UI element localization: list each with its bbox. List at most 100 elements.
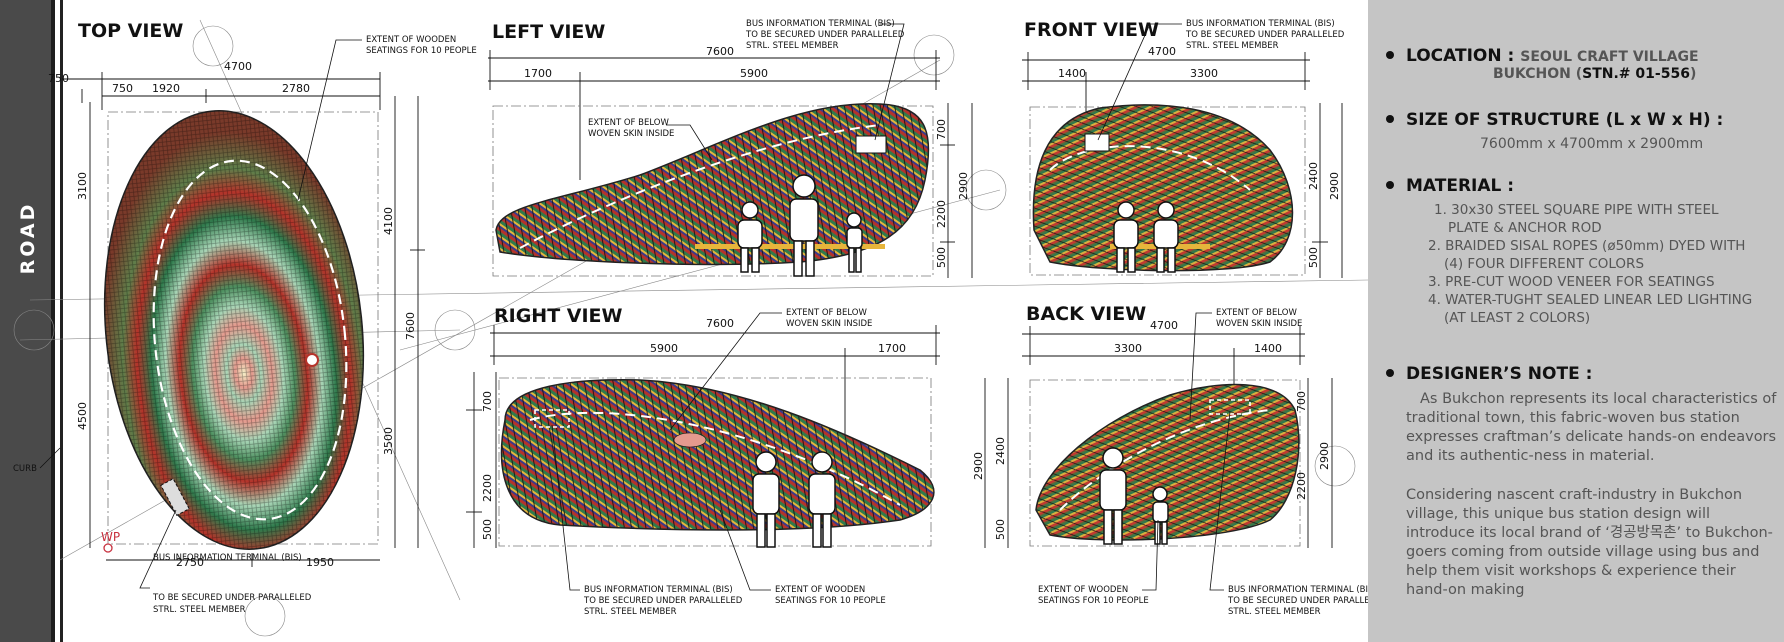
left-note-bis-2: TO BE SECURED UNDER PARALLELED: [745, 30, 905, 40]
designers-note-paragraph-2: Considering nascent craft-industry in Bu…: [1406, 487, 1773, 598]
front-dim-3300: 3300: [1190, 67, 1218, 80]
back-dim-1400: 1400: [1254, 342, 1282, 355]
top-dim-4100: 4100: [382, 207, 395, 235]
left-dim-7600: 7600: [706, 45, 734, 58]
road-strip: ROAD: [0, 0, 55, 642]
back-note-bis-3: STRL. STEEL MEMBER: [1228, 607, 1321, 617]
left-dim-2900: 2900: [957, 172, 970, 200]
bullet-icon: [1386, 115, 1394, 123]
back-dim-700: 700: [1295, 391, 1308, 412]
material-line-2: PLATE & ANCHOR ROD: [1448, 220, 1602, 236]
right-view-structure: [500, 379, 935, 531]
left-note-skin-1: EXTENT OF BELOW: [588, 118, 669, 128]
left-dim-1700: 1700: [524, 67, 552, 80]
size-value: 7600mm x 4700mm x 2900mm: [1480, 136, 1704, 152]
human-figures-left: [737, 174, 863, 277]
designers-note-paragraph-1: As Bukchon represents its local characte…: [1406, 391, 1777, 464]
top-dim-750-left: 750: [48, 72, 69, 85]
material-line-6: 4. WATER-TUGHT SEALED LINEAR LED LIGHTIN…: [1428, 292, 1753, 308]
wp-marker-label: WP: [101, 530, 120, 544]
back-dim-3300: 3300: [1114, 342, 1142, 355]
size-label: SIZE OF STRUCTURE (L x W x H) :: [1406, 110, 1724, 130]
material-line-3: 2. BRAIDED SISAL ROPES (ø50mm) DYED WITH: [1428, 238, 1746, 254]
right-dim-5900: 5900: [650, 342, 678, 355]
top-note-bis-2: TO BE SECURED UNDER PARALLELED: [152, 593, 312, 603]
designers-note-label: DESIGNER’S NOTE :: [1406, 364, 1593, 384]
right-note-bis-2: TO BE SECURED UNDER PARALLELED: [583, 596, 743, 606]
bullet-icon: [1386, 181, 1394, 189]
front-dim-1400: 1400: [1058, 67, 1086, 80]
right-dim-7600: 7600: [706, 317, 734, 330]
front-view: FRONT VIEW 4700 1400 3300 2400 500 2900 …: [1022, 19, 1345, 278]
back-dim-2900: 2900: [972, 452, 985, 480]
bullet-icon: [1386, 369, 1394, 377]
front-dim-4700: 4700: [1148, 45, 1176, 58]
front-dim-500: 500: [1307, 247, 1320, 268]
top-dim-1920: 1920: [152, 82, 180, 95]
back-note-skin-2: WOVEN SKIN INSIDE: [1216, 319, 1302, 329]
back-note-wooden-2: SEATINGS FOR 10 PEOPLE: [1038, 596, 1149, 606]
back-view-title: BACK VIEW: [1026, 303, 1146, 325]
top-dim-7600: 7600: [404, 312, 417, 340]
right-view-title: RIGHT VIEW: [494, 305, 623, 327]
human-figures-front: [1113, 201, 1179, 273]
top-dim-1950: 1950: [306, 556, 334, 569]
back-note-skin-1: EXTENT OF BELOW: [1216, 308, 1297, 318]
top-dim-750: 750: [112, 82, 133, 95]
curb-note: CURB: [13, 464, 37, 474]
front-dim-2400: 2400: [1307, 162, 1320, 190]
top-dim-2750: 2750: [176, 556, 204, 569]
location-line-1: SEOUL CRAFT VILLAGE: [1520, 49, 1699, 65]
top-note-bis-1: BUS INFORMATION TERMINAL (BIS): [153, 553, 302, 563]
material-line-5: 3. PRE-CUT WOOD VENEER FOR SEATINGS: [1428, 274, 1715, 290]
back-note-bis-1: BUS INFORMATION TERMINAL (BIS): [1228, 585, 1368, 595]
wp-marker-icon: [103, 543, 113, 553]
top-dim-4500: 4500: [76, 402, 89, 430]
right-note-wooden-1: EXTENT OF WOODEN: [775, 585, 865, 595]
material-line-4: (4) FOUR DIFFERENT COLORS: [1444, 256, 1645, 272]
right-dim-2200: 2200: [481, 474, 494, 502]
right-note-skin-2: WOVEN SKIN INSIDE: [786, 319, 872, 329]
front-note-bis-3: STRL. STEEL MEMBER: [1186, 41, 1279, 51]
right-dim-700: 700: [481, 391, 494, 412]
left-view-structure: [495, 103, 930, 266]
front-note-bis-2: TO BE SECURED UNDER PARALLELED: [1185, 30, 1345, 40]
back-note-wooden-1: EXTENT OF WOODEN: [1038, 585, 1128, 595]
left-note-bis-1: BUS INFORMATION TERMINAL (BIS): [746, 19, 895, 29]
back-dim-2900-right: 2900: [1318, 442, 1331, 470]
right-dim-1700: 1700: [878, 342, 906, 355]
top-dim-3100: 3100: [76, 172, 89, 200]
top-dim-4700: 4700: [224, 60, 252, 73]
right-note-bis-3: STRL. STEEL MEMBER: [584, 607, 677, 617]
size-section: SIZE OF STRUCTURE (L x W x H) : 7600mm x…: [1368, 110, 1784, 154]
right-note-bis-1: BUS INFORMATION TERMINAL (BIS): [584, 585, 733, 595]
human-figures-right: [752, 451, 836, 548]
architectural-drawing: TOP VIEW 750 1920 2780 4700 750 3100 450…: [13, 19, 1368, 637]
left-dim-700: 700: [935, 119, 948, 140]
top-note-wooden-2: SEATINGS FOR 10 PEOPLE: [366, 46, 477, 56]
back-note-bis-2: TO BE SECURED UNDER PARALLELED: [1227, 596, 1368, 606]
top-dim-2780: 2780: [282, 82, 310, 95]
front-dim-2900: 2900: [1328, 172, 1341, 200]
curb-line: [60, 0, 63, 642]
right-view: RIGHT VIEW 7600 5900 1700 700 2200 500 E…: [466, 305, 940, 617]
location-label: LOCATION :: [1406, 46, 1515, 66]
top-dim-3500: 3500: [382, 427, 395, 455]
top-note-bis-3: STRL. STEEL MEMBER: [153, 605, 246, 615]
material-line-7: (AT LEAST 2 COLORS): [1444, 310, 1591, 326]
front-view-title: FRONT VIEW: [1024, 19, 1159, 41]
back-view: BACK VIEW 4700 3300 1400 2900 2400 500 7…: [972, 303, 1368, 617]
back-dim-2200: 2200: [1295, 472, 1308, 500]
material-label: MATERIAL :: [1406, 176, 1515, 196]
designers-note-section: DESIGNER’S NOTE : As Bukchon represents …: [1368, 364, 1784, 604]
left-dim-2200: 2200: [935, 200, 948, 228]
left-view-title: LEFT VIEW: [492, 21, 605, 43]
top-note-wooden-1: EXTENT OF WOODEN: [366, 35, 456, 45]
material-line-1: 1. 30x30 STEEL SQUARE PIPE WITH STEEL: [1434, 202, 1719, 218]
back-dim-2400: 2400: [994, 437, 1007, 465]
left-dim-500: 500: [935, 247, 948, 268]
location-section: LOCATION : SEOUL CRAFT VILLAGE BUKCHON (…: [1368, 46, 1784, 86]
front-note-bis-1: BUS INFORMATION TERMINAL (BIS): [1186, 19, 1335, 29]
right-note-wooden-2: SEATINGS FOR 10 PEOPLE: [775, 596, 886, 606]
top-view-title: TOP VIEW: [78, 20, 183, 42]
